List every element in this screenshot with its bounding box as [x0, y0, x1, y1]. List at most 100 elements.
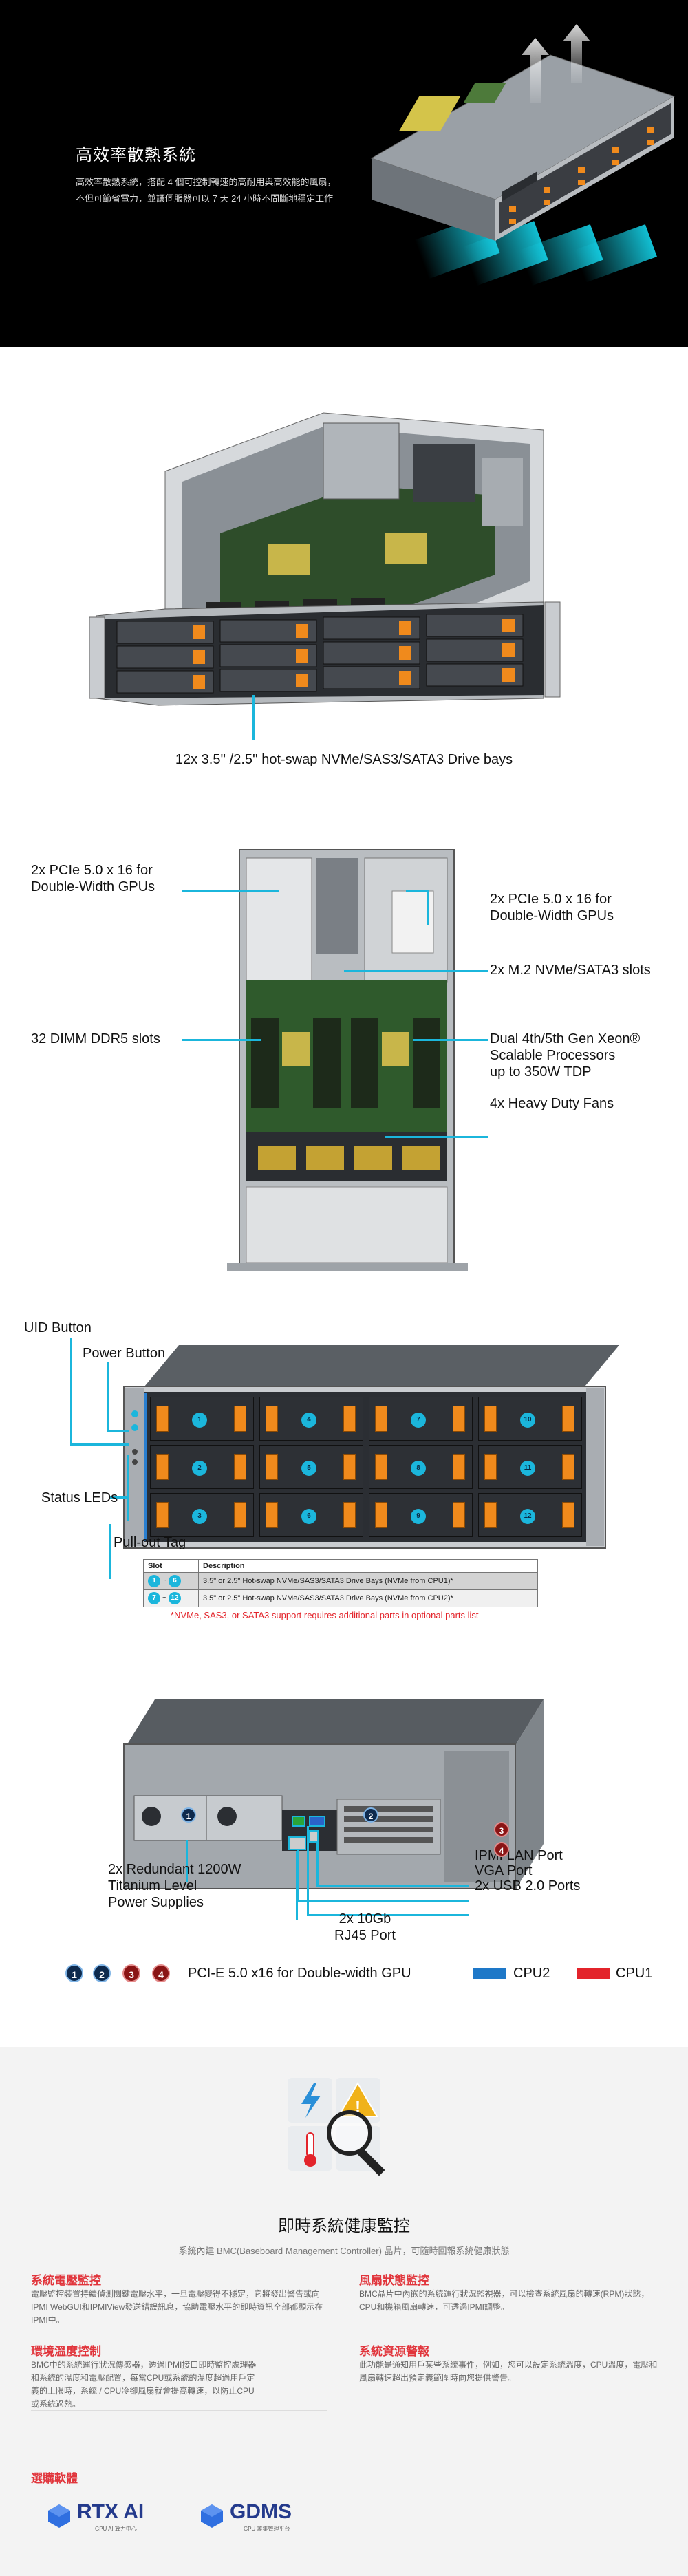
- drive-release-tab[interactable]: [343, 1406, 356, 1432]
- rtx-cube-icon: [48, 2504, 70, 2528]
- drive-release-tab[interactable]: [266, 1502, 278, 1528]
- health-monitor-section: ! 即時系統健康監控 系統內建 BMC(Baseboard Management…: [0, 2047, 688, 2576]
- cpu-label: Dual 4th/5th Gen Xeon® Scalable Processo…: [490, 1031, 641, 1080]
- drive-release-tab[interactable]: [562, 1502, 574, 1528]
- uid-button-label: UID Button: [24, 1320, 92, 1335]
- drive-bay[interactable]: 12: [478, 1493, 582, 1537]
- thermometer-icon: [306, 2132, 314, 2158]
- drive-bay[interactable]: 5: [259, 1445, 363, 1489]
- drive-bay[interactable]: 10: [478, 1397, 582, 1441]
- legend-badge-4: 4: [152, 1964, 170, 1982]
- drive-bay[interactable]: 6: [259, 1493, 363, 1537]
- hero-description: 高效率散熱系統，搭配 4 個可控制轉速的高耐用與高效能的風扇，不但可節省電力，並…: [76, 177, 336, 204]
- bay-number-badge: 1: [192, 1413, 207, 1428]
- server-overview-illustration: [89, 412, 561, 740]
- drive-release-tab[interactable]: [453, 1406, 465, 1432]
- slot-start-badge: 1: [148, 1575, 160, 1587]
- drive-bay[interactable]: 2: [150, 1445, 254, 1489]
- slot-end-badge: 6: [168, 1575, 181, 1587]
- svg-text:!: !: [355, 2098, 361, 2116]
- table-row: 1 ~ 6 3.5" or 2.5" Hot-swap NVMe/SAS3/SA…: [143, 1572, 538, 1590]
- dimm-slots-label: 32 DIMM DDR5 slots: [31, 1031, 160, 1046]
- drive-bay[interactable]: 11: [478, 1445, 582, 1489]
- bay-number-badge: 3: [192, 1509, 207, 1524]
- bay-number-badge: 10: [520, 1413, 535, 1428]
- bay-number-badge: 6: [301, 1509, 316, 1524]
- bay-number-badge: 5: [301, 1461, 316, 1476]
- server-rear-view-illustration: [123, 1699, 544, 1920]
- drive-release-tab[interactable]: [484, 1454, 497, 1480]
- drive-release-tab[interactable]: [156, 1406, 169, 1432]
- slot-description: 3.5" or 2.5" Hot-swap NVMe/SAS3/SATA3 Dr…: [198, 1589, 538, 1607]
- drive-release-tab[interactable]: [234, 1406, 246, 1432]
- monitor-subtitle: 系統內建 BMC(Baseboard Management Controller…: [178, 2246, 510, 2256]
- drive-release-tab[interactable]: [156, 1502, 169, 1528]
- rear-view-section: 2x Redundant 1200W Titanium Level Power …: [0, 1655, 688, 1951]
- drive-release-tab[interactable]: [562, 1406, 574, 1432]
- drive-release-tab[interactable]: [266, 1454, 278, 1480]
- m2-slots-label: 2x M.2 NVMe/SATA3 slots: [490, 963, 651, 978]
- overview-section: 12x 3.5'' /2.5'' hot-swap NVMe/SAS3/SATA…: [0, 347, 688, 815]
- drive-release-tab[interactable]: [234, 1502, 246, 1528]
- drive-slot-table: Slot Description 1 ~ 6 3.5" or 2.5" Hot-…: [143, 1559, 538, 1607]
- drive-release-tab[interactable]: [375, 1406, 387, 1432]
- drive-release-tab[interactable]: [343, 1502, 356, 1528]
- bay-number-badge: 4: [301, 1413, 316, 1428]
- divider: [31, 2410, 327, 2411]
- cooling-server-illustration: [370, 24, 676, 286]
- drive-release-tab[interactable]: [453, 1502, 465, 1528]
- cpu1-label: CPU1: [616, 1966, 653, 1981]
- bay-number-badge: 9: [411, 1509, 426, 1524]
- legend-badge-1: 1: [65, 1964, 83, 1982]
- drive-bay[interactable]: 7: [369, 1397, 473, 1441]
- drive-bay[interactable]: 9: [369, 1493, 473, 1537]
- drive-release-tab[interactable]: [156, 1454, 169, 1480]
- psu-label: 2x Redundant 1200W Titanium Level Power …: [108, 1862, 241, 1910]
- gdms-cube-icon: [201, 2504, 223, 2528]
- drive-bay[interactable]: 4: [259, 1397, 363, 1441]
- pullout-tag-label: Pull-out Tag: [114, 1535, 186, 1550]
- cpu1-swatch: [577, 1968, 610, 1979]
- rtx-ai-logo[interactable]: RTX AI GPU AI 算力中心: [47, 2500, 167, 2533]
- drive-bay[interactable]: 1: [150, 1397, 254, 1441]
- lightning-icon: [301, 2083, 321, 2118]
- vga-port-label: VGA Port: [475, 1863, 533, 1878]
- voltage-monitor-title: 系統電壓監控: [31, 2274, 101, 2287]
- drive-release-tab[interactable]: [375, 1502, 387, 1528]
- hero-title: 高效率散熱系統: [76, 146, 196, 164]
- fan-monitor-body: BMC晶片中內嵌的系統運行狀況監視器，可以檢查系統風扇的轉速(RPM)狀態，CP…: [359, 2289, 649, 2312]
- drive-bays-label: 12x 3.5'' /2.5'' hot-swap NVMe/SAS3/SATA…: [175, 752, 513, 767]
- drive-release-tab[interactable]: [484, 1502, 497, 1528]
- drive-release-tab[interactable]: [234, 1454, 246, 1480]
- legend-pcie-label: PCI-E 5.0 x16 for Double-width GPU: [188, 1966, 411, 1981]
- optional-software-title: 選購軟體: [31, 2472, 78, 2485]
- drive-release-tab[interactable]: [562, 1454, 574, 1480]
- drive-release-tab[interactable]: [266, 1406, 278, 1432]
- bay-number-badge: 11: [520, 1461, 535, 1476]
- gdms-logo[interactable]: GDMS GPU 叢集管理平台: [200, 2500, 337, 2533]
- description-header: Description: [198, 1559, 538, 1573]
- slot-start-badge: 7: [148, 1592, 160, 1604]
- monitor-icons-cluster: !: [288, 2078, 385, 2176]
- legend-badge-3: 3: [122, 1964, 140, 1982]
- slot-description: 3.5" or 2.5" Hot-swap NVMe/SAS3/SATA3 Dr…: [198, 1572, 538, 1590]
- status-leds-label: Status LEDs: [41, 1490, 118, 1505]
- drive-release-tab[interactable]: [375, 1454, 387, 1480]
- rear-slot-badge: 3: [494, 1822, 509, 1837]
- voltage-monitor-body: 電壓監控裝置持續偵測關鍵電壓水平，一旦電壓變得不穩定，它將發出警告或向IPMI …: [31, 2289, 323, 2325]
- cpu2-swatch: [473, 1968, 506, 1979]
- bay-number-badge: 7: [411, 1413, 426, 1428]
- drive-bay[interactable]: 3: [150, 1493, 254, 1537]
- rear-slot-badge: 4: [494, 1842, 509, 1857]
- power-button-label: Power Button: [83, 1346, 166, 1361]
- slot-end-badge: 12: [168, 1592, 181, 1604]
- lan-port-label: 2x 10Gb RJ45 Port: [334, 1911, 396, 1943]
- cpu2-label: CPU2: [513, 1966, 550, 1981]
- drive-release-tab[interactable]: [484, 1406, 497, 1432]
- drive-release-tab[interactable]: [343, 1454, 356, 1480]
- drive-bay[interactable]: 8: [369, 1445, 473, 1489]
- top-view-section: 2x PCIe 5.0 x 16 for Double-Width GPUs 2…: [0, 815, 688, 1297]
- drive-release-tab[interactable]: [453, 1454, 465, 1480]
- rear-slot-badge: 1: [181, 1807, 196, 1823]
